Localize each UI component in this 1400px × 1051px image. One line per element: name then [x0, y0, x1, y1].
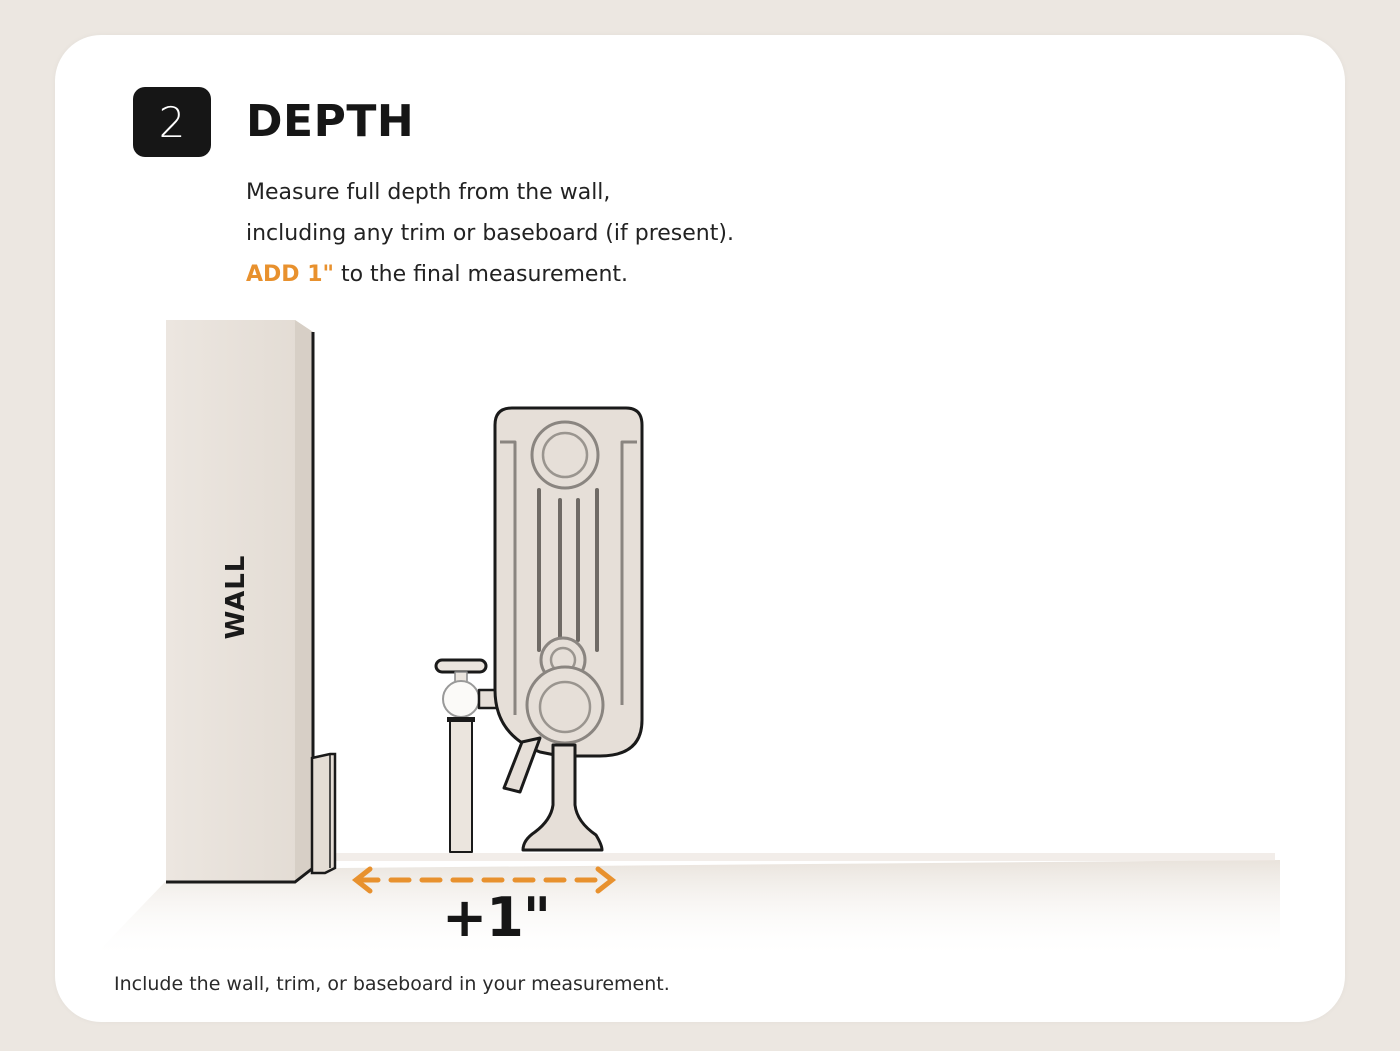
radiator — [493, 406, 644, 852]
baseboard-trim — [310, 752, 337, 875]
wall — [166, 320, 315, 884]
dimension-label: +1" — [442, 886, 551, 949]
step-number-badge: 2 — [133, 87, 211, 157]
instructions: Measure full depth from the wall, includ… — [246, 172, 734, 295]
floor — [90, 850, 1280, 960]
add-one-inch-highlight: ADD 1" — [246, 262, 334, 287]
step-title: DEPTH — [246, 96, 415, 147]
depth-arrow — [351, 866, 617, 894]
footnote: Include the wall, trim, or baseboard in … — [114, 973, 670, 995]
wall-label: WALL — [221, 554, 251, 640]
instruction-line-1: Measure full depth from the wall, — [246, 180, 611, 205]
pipe-valve — [434, 658, 503, 853]
instruction-line-2: including any trim or baseboard (if pres… — [246, 221, 734, 246]
instruction-line-3: ADD 1" to the final measurement. — [246, 254, 734, 295]
instruction-line-3-rest: to the final measurement. — [333, 262, 629, 287]
step-number: 2 — [158, 97, 186, 147]
